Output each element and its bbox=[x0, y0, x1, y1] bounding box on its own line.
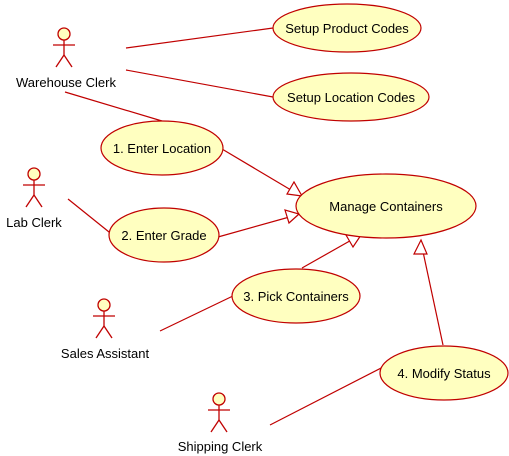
assoc-shipping-clerk-modify-status bbox=[269, 365, 386, 426]
actor-sales-assistant-icon bbox=[93, 298, 115, 339]
actor-sales-assistant-label: Sales Assistant bbox=[61, 346, 150, 361]
use-case-pick-containers: 3. Pick Containers bbox=[231, 268, 361, 324]
use-case-setup-product-codes: Setup Product Codes bbox=[272, 3, 422, 53]
actor-lab-clerk-label: Lab Clerk bbox=[6, 215, 62, 230]
use-case-modify-status-label: 4. Modify Status bbox=[397, 366, 491, 381]
actor-sales-assistant: Sales Assistant bbox=[61, 298, 150, 361]
assoc-sales-assistant-pick-containers bbox=[159, 294, 236, 332]
use-case-modify-status: 4. Modify Status bbox=[379, 345, 509, 401]
use-case-pick-containers-label: 3. Pick Containers bbox=[243, 289, 349, 304]
use-case-manage-containers: Manage Containers bbox=[295, 173, 477, 239]
use-case-setup-location-codes-label: Setup Location Codes bbox=[287, 90, 415, 105]
use-case-setup-location-codes: Setup Location Codes bbox=[272, 72, 430, 122]
use-case-enter-grade: 2. Enter Grade bbox=[108, 207, 220, 263]
actor-warehouse-clerk: Warehouse Clerk bbox=[16, 27, 116, 90]
generalization-enter-location-line bbox=[221, 148, 297, 194]
assoc-warehouse-clerk-setup-location-codes bbox=[125, 69, 274, 98]
generalization-enter-location-arrowhead bbox=[286, 180, 304, 197]
use-case-enter-location: 1. Enter Location bbox=[100, 120, 224, 176]
generalization-enter-grade-arrowhead bbox=[284, 209, 301, 225]
use-case-enter-location-label: 1. Enter Location bbox=[113, 141, 211, 156]
actor-lab-clerk: Lab Clerk bbox=[6, 167, 62, 230]
actor-shipping-clerk-icon bbox=[208, 392, 230, 433]
assoc-lab-clerk-enter-grade bbox=[67, 198, 115, 237]
use-case-manage-containers-label: Manage Containers bbox=[329, 199, 443, 214]
assoc-warehouse-clerk-enter-location bbox=[64, 91, 163, 122]
actor-shipping-clerk: Shipping Clerk bbox=[178, 392, 263, 454]
actor-lab-clerk-icon bbox=[23, 167, 45, 208]
generalization-modify-status-line bbox=[421, 246, 444, 346]
generalization-pick-containers-line bbox=[301, 237, 356, 269]
actor-shipping-clerk-label: Shipping Clerk bbox=[178, 439, 263, 454]
actor-warehouse-clerk-icon bbox=[53, 27, 75, 68]
generalization-enter-grade-line bbox=[217, 215, 294, 238]
generalization-modify-status-arrowhead bbox=[413, 238, 428, 255]
use-case-setup-product-codes-label: Setup Product Codes bbox=[285, 21, 409, 36]
assoc-warehouse-clerk-setup-product-codes bbox=[125, 27, 274, 49]
actor-warehouse-clerk-label: Warehouse Clerk bbox=[16, 75, 116, 90]
use-case-enter-grade-label: 2. Enter Grade bbox=[121, 228, 206, 243]
